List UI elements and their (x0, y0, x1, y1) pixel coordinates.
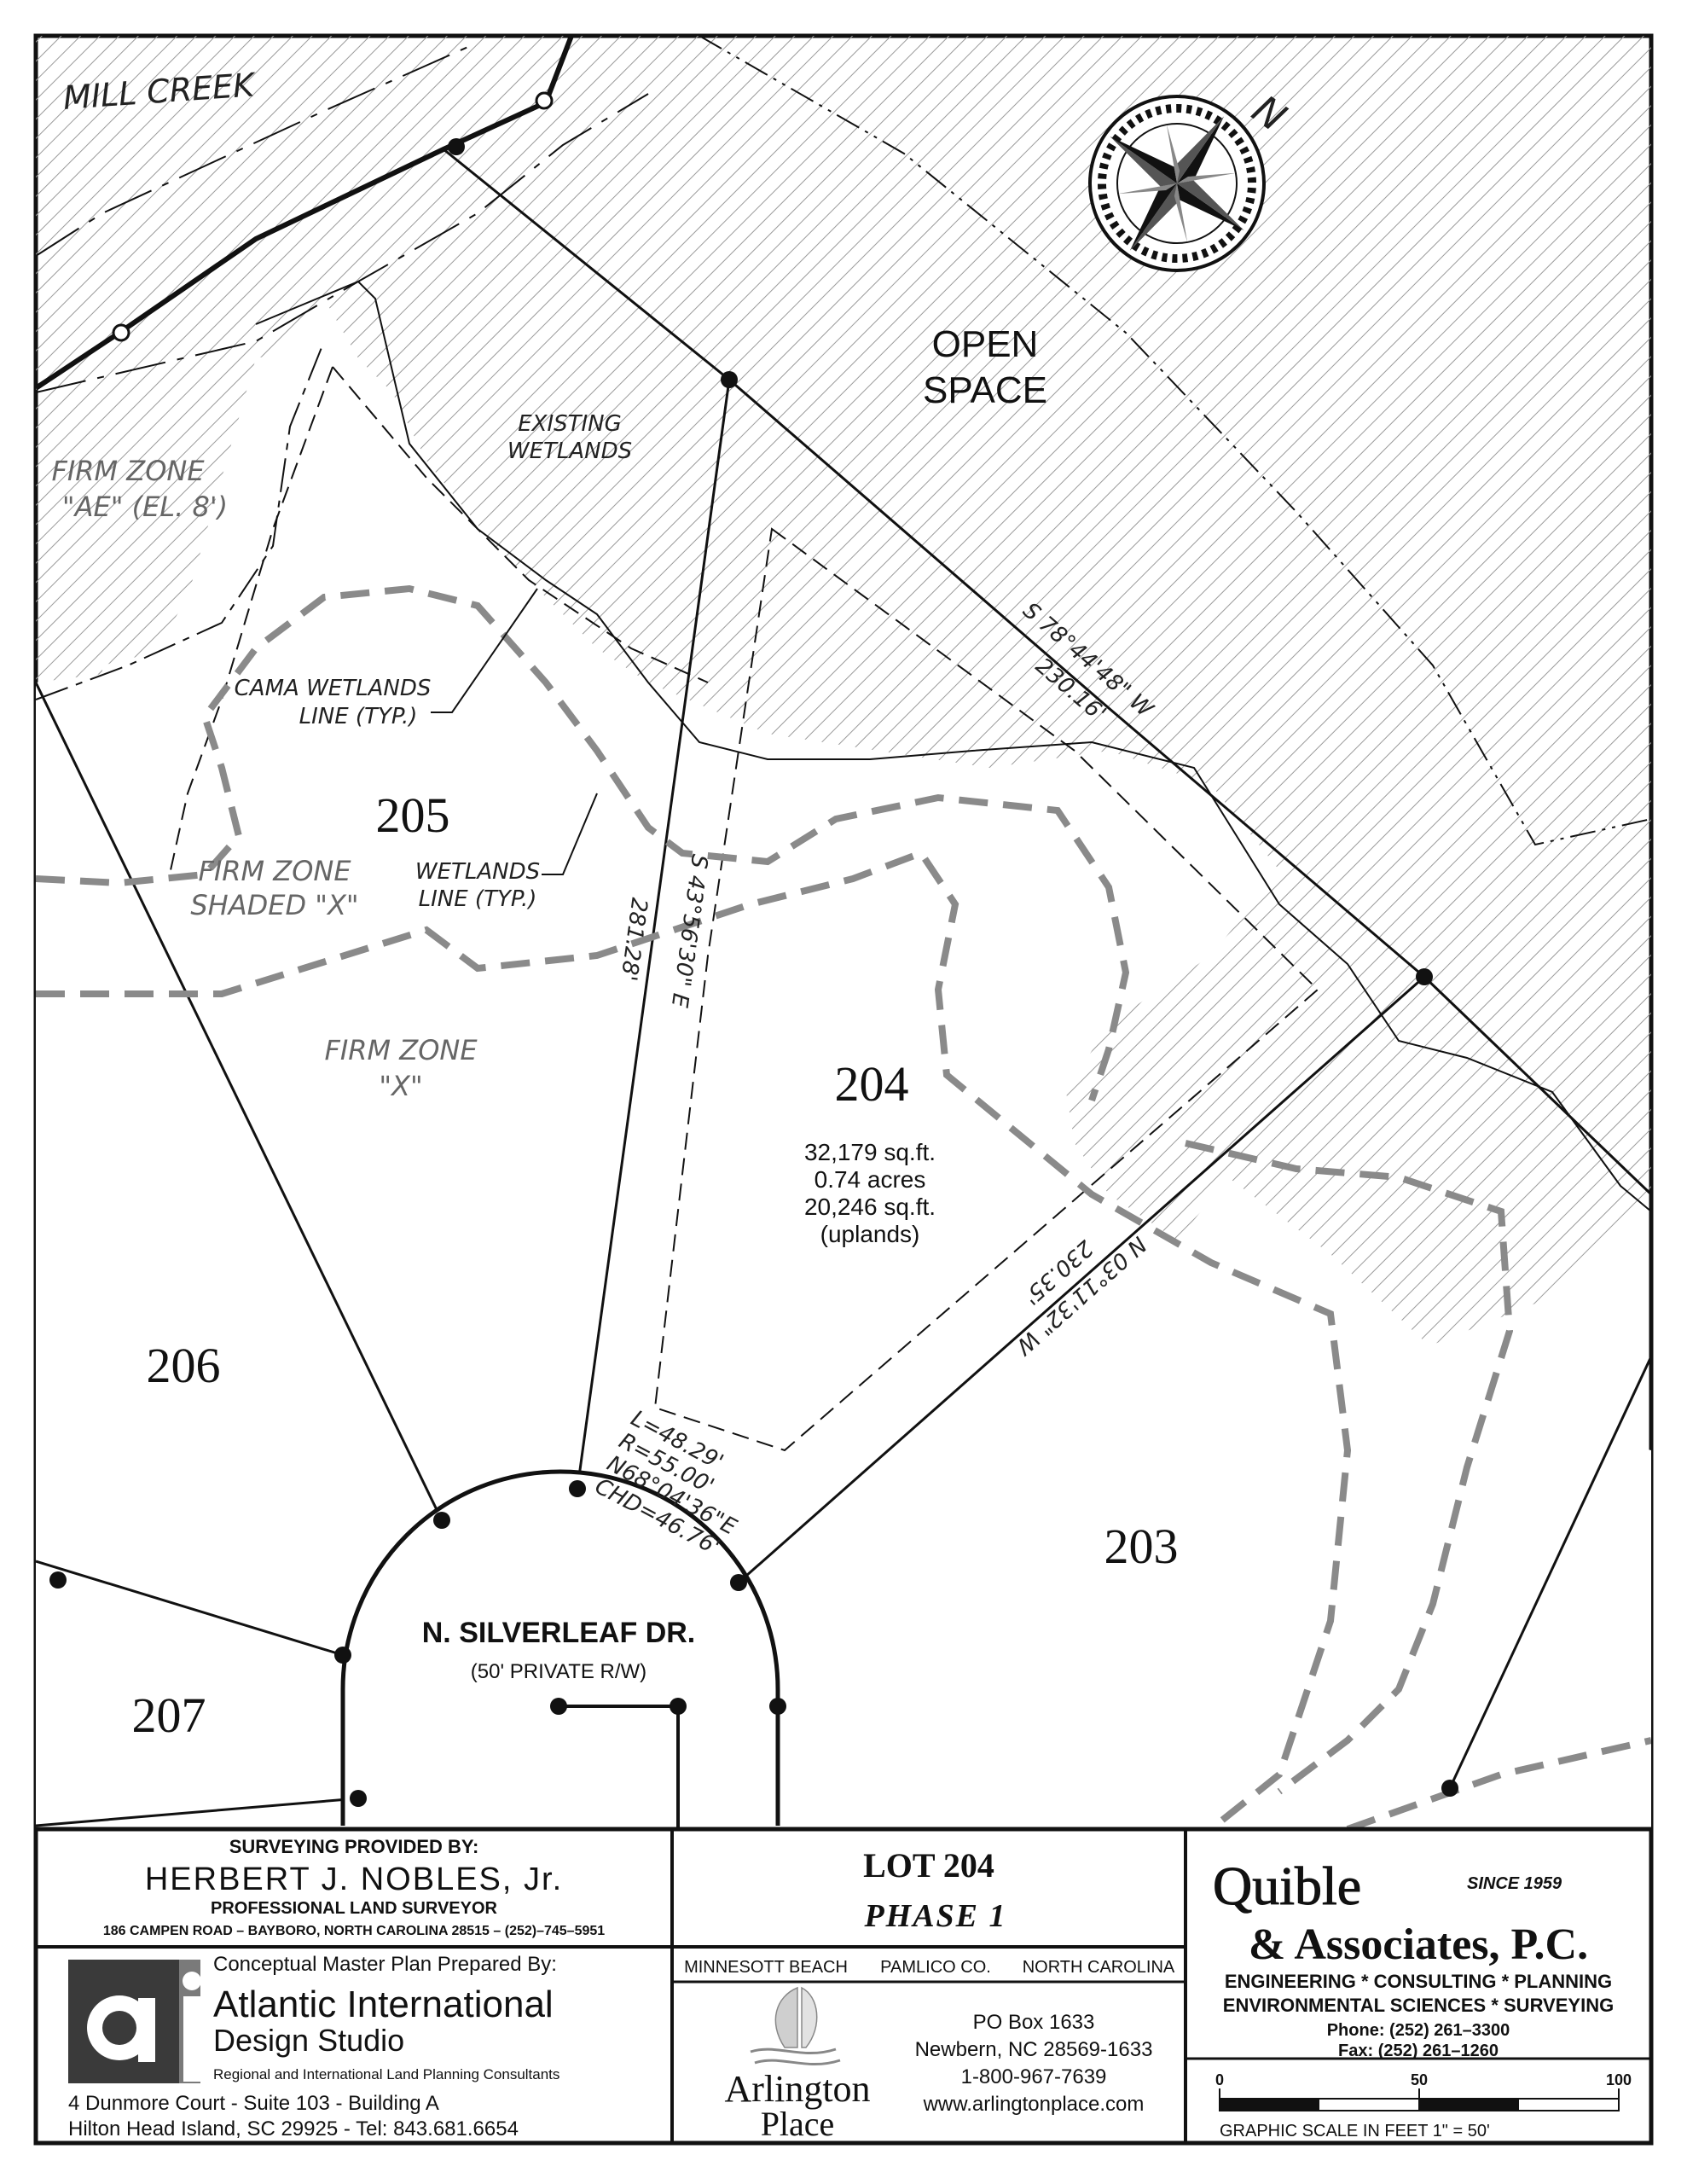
wetlands-line-label-1: WETLANDS (415, 859, 540, 885)
quible-phone: Phone: (252) 261–3300 (1327, 2021, 1510, 2040)
hatched-open-space (36, 36, 1651, 1829)
wetlands-leader (542, 793, 598, 875)
location-county: PAMLICO CO. (880, 1958, 991, 1977)
location-town: MINNESOTT BEACH (684, 1958, 848, 1977)
lot-205-upland (102, 299, 665, 904)
quible-since: SINCE 1959 (1467, 1874, 1562, 1893)
surveyor-title: PROFESSIONAL LAND SURVEYOR (211, 1899, 498, 1918)
cul-de-sac (340, 1469, 780, 1826)
developer-phone: 1-800-967-7639 (961, 2065, 1107, 2088)
firm-zone-x-line (36, 849, 1352, 1829)
lot-line-205-206 (36, 682, 443, 1521)
designer-name-1: Atlantic International (213, 1984, 554, 2025)
graphic-scale (1219, 2088, 1620, 2111)
location-state: NORTH CAROLINA (1023, 1958, 1175, 1977)
lot-line-206-207 (36, 1560, 344, 1657)
lot-line-207-south (36, 1797, 359, 1827)
lot-title: LOT 204 (863, 1846, 994, 1885)
lot-204-uplands-sqft: 20,246 sq.ft. (804, 1194, 936, 1220)
surveyor-name: HERBERT J. NOBLES, Jr. (145, 1862, 563, 1897)
designer-heading: Conceptual Master Plan Prepared By: (213, 1953, 557, 1976)
developer-city: Newbern, NC 28569-1633 (915, 2038, 1153, 2061)
arlington-logo-text-2: Place (761, 2105, 835, 2143)
lot-204-upland (648, 802, 1211, 1484)
lot-204-area-acres: 0.74 acres (815, 1166, 926, 1193)
lot-207-number: 207 (132, 1687, 206, 1743)
rear-boundary (443, 148, 1425, 979)
scale-tick-100: 100 (1606, 2071, 1632, 2088)
lot-line-203-east (1448, 1356, 1651, 1789)
cama-wetlands-line (36, 584, 1130, 1102)
existing-wetlands-outline (255, 280, 1651, 1212)
street-row: (50' PRIVATE R/W) (471, 1660, 646, 1683)
surveyor-address: 186 CAMPEN ROAD – BAYBORO, NORTH CAROLIN… (103, 1924, 605, 1938)
map-area (36, 36, 1651, 1829)
north-arrow (1088, 94, 1266, 272)
lot-203-number: 203 (1104, 1519, 1179, 1574)
arlington-logo-text-1: Arlington (724, 2068, 870, 2110)
quible-name-2: & Associates, P.C. (1249, 1920, 1588, 1969)
lot-line-204-203 (738, 975, 1425, 1584)
title-block (36, 1827, 1651, 2143)
quible-name-1: Quible (1213, 1856, 1361, 1916)
open-space-label-2: SPACE (923, 369, 1047, 411)
open-space-dash-line (699, 36, 1651, 846)
firm-x-label-1: FIRM ZONE (324, 1034, 478, 1066)
creek-line (36, 42, 478, 257)
lot-205-building-envelope (170, 366, 333, 871)
lot-203-upland (887, 1177, 1651, 1829)
firm-zone-south-line (1346, 1737, 1651, 1829)
lot-phase: PHASE 1 (863, 1898, 1006, 1934)
firm-ae-label-2: "AE" (EL. 8') (62, 491, 228, 523)
developer-web: www.arlingtonplace.com (923, 2093, 1145, 2116)
cama-label-1: CAMA WETLANDS (235, 676, 432, 701)
wetlands-line-label-2: LINE (TYP.) (419, 886, 537, 912)
wetlands-inner-dash (332, 366, 709, 683)
scale-caption: GRAPHIC SCALE IN FEET 1" = 50' (1220, 2122, 1490, 2140)
south-lots-area (36, 674, 1023, 1829)
developer-po: PO Box 1633 (973, 2011, 1095, 2034)
surveyor-heading: SURVEYING PROVIDED BY: (229, 1836, 479, 1857)
lot-204-area-sqft: 32,179 sq.ft. (804, 1139, 936, 1165)
firm-zone-ae-line (1185, 1140, 1514, 1795)
quible-services-1: ENGINEERING * CONSULTING * PLANNING (1225, 1971, 1612, 1992)
iron-pipe-markers (112, 91, 554, 342)
open-space-label-1: OPEN (932, 323, 1039, 365)
lot-204-uplands-label: (uplands) (820, 1221, 920, 1247)
survey-markers (49, 138, 1458, 1807)
mill-creek-boundary (36, 36, 574, 391)
lot-206-number: 206 (147, 1338, 221, 1393)
cama-label-2: LINE (TYP.) (299, 704, 418, 729)
designer-address-1: 4 Dunmore Court - Suite 103 - Building A (68, 2092, 439, 2115)
aids-logo (68, 1960, 201, 2083)
lot-204-number: 204 (835, 1056, 909, 1112)
existing-wetlands-label-1: EXISTING (518, 411, 622, 437)
lot-204-building-envelope (653, 527, 1319, 1452)
lot-205-number: 205 (376, 787, 450, 843)
quible-services-2: ENVIRONMENTAL SCIENCES * SURVEYING (1223, 1995, 1614, 2016)
designer-address-2: Hilton Head Island, SC 29925 - Tel: 843.… (68, 2117, 519, 2140)
firm-ae-line (36, 340, 325, 700)
firm-shaded-label-2: SHADED "X" (190, 889, 358, 921)
arlington-logo (750, 1986, 841, 2066)
firm-x-label-2: "X" (379, 1070, 422, 1102)
distance-west-line: 281.28' (615, 896, 652, 982)
street-name: N. SILVERLEAF DR. (422, 1617, 696, 1649)
cama-leader (431, 588, 538, 713)
scale-tick-50: 50 (1411, 2071, 1428, 2088)
creek-line-2 (36, 93, 649, 393)
firm-ae-label-1: FIRM ZONE (51, 455, 205, 487)
designer-tagline: Regional and International Land Planning… (213, 2066, 559, 2082)
designer-name-2: Design Studio (213, 2023, 404, 2058)
firm-shaded-label-1: FIRM ZONE (198, 855, 351, 887)
quible-fax: Fax: (252) 261–1260 (1338, 2042, 1499, 2060)
scale-tick-0: 0 (1215, 2071, 1224, 2088)
existing-wetlands-label-2: WETLANDS (507, 439, 632, 464)
